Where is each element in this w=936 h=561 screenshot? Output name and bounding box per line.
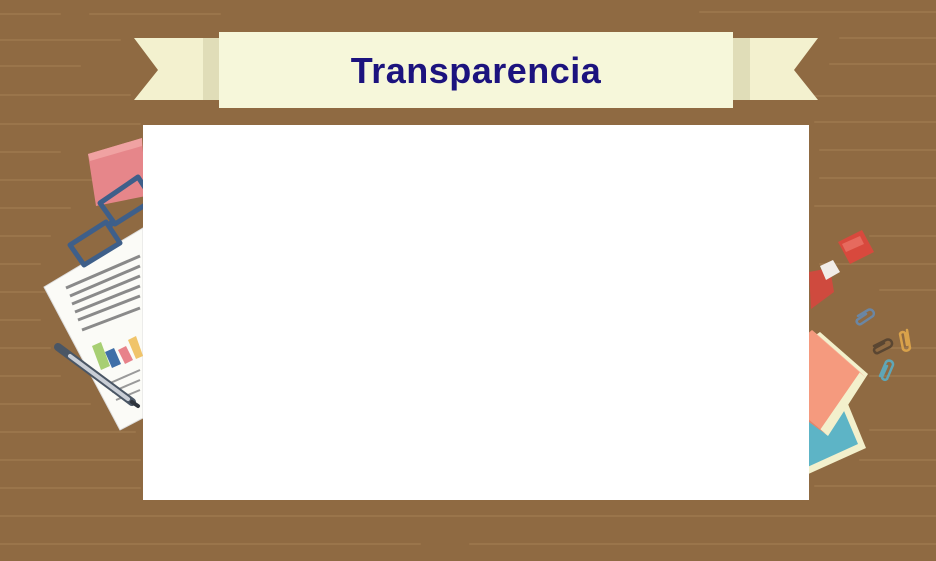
content-board	[143, 125, 809, 500]
banner-title: Transparencia	[350, 50, 602, 91]
sticky-note-icon	[88, 138, 146, 206]
document-icon	[43, 227, 144, 431]
marker-icon	[809, 230, 874, 309]
pen-icon	[54, 343, 140, 408]
paperclip-icon	[855, 308, 912, 381]
